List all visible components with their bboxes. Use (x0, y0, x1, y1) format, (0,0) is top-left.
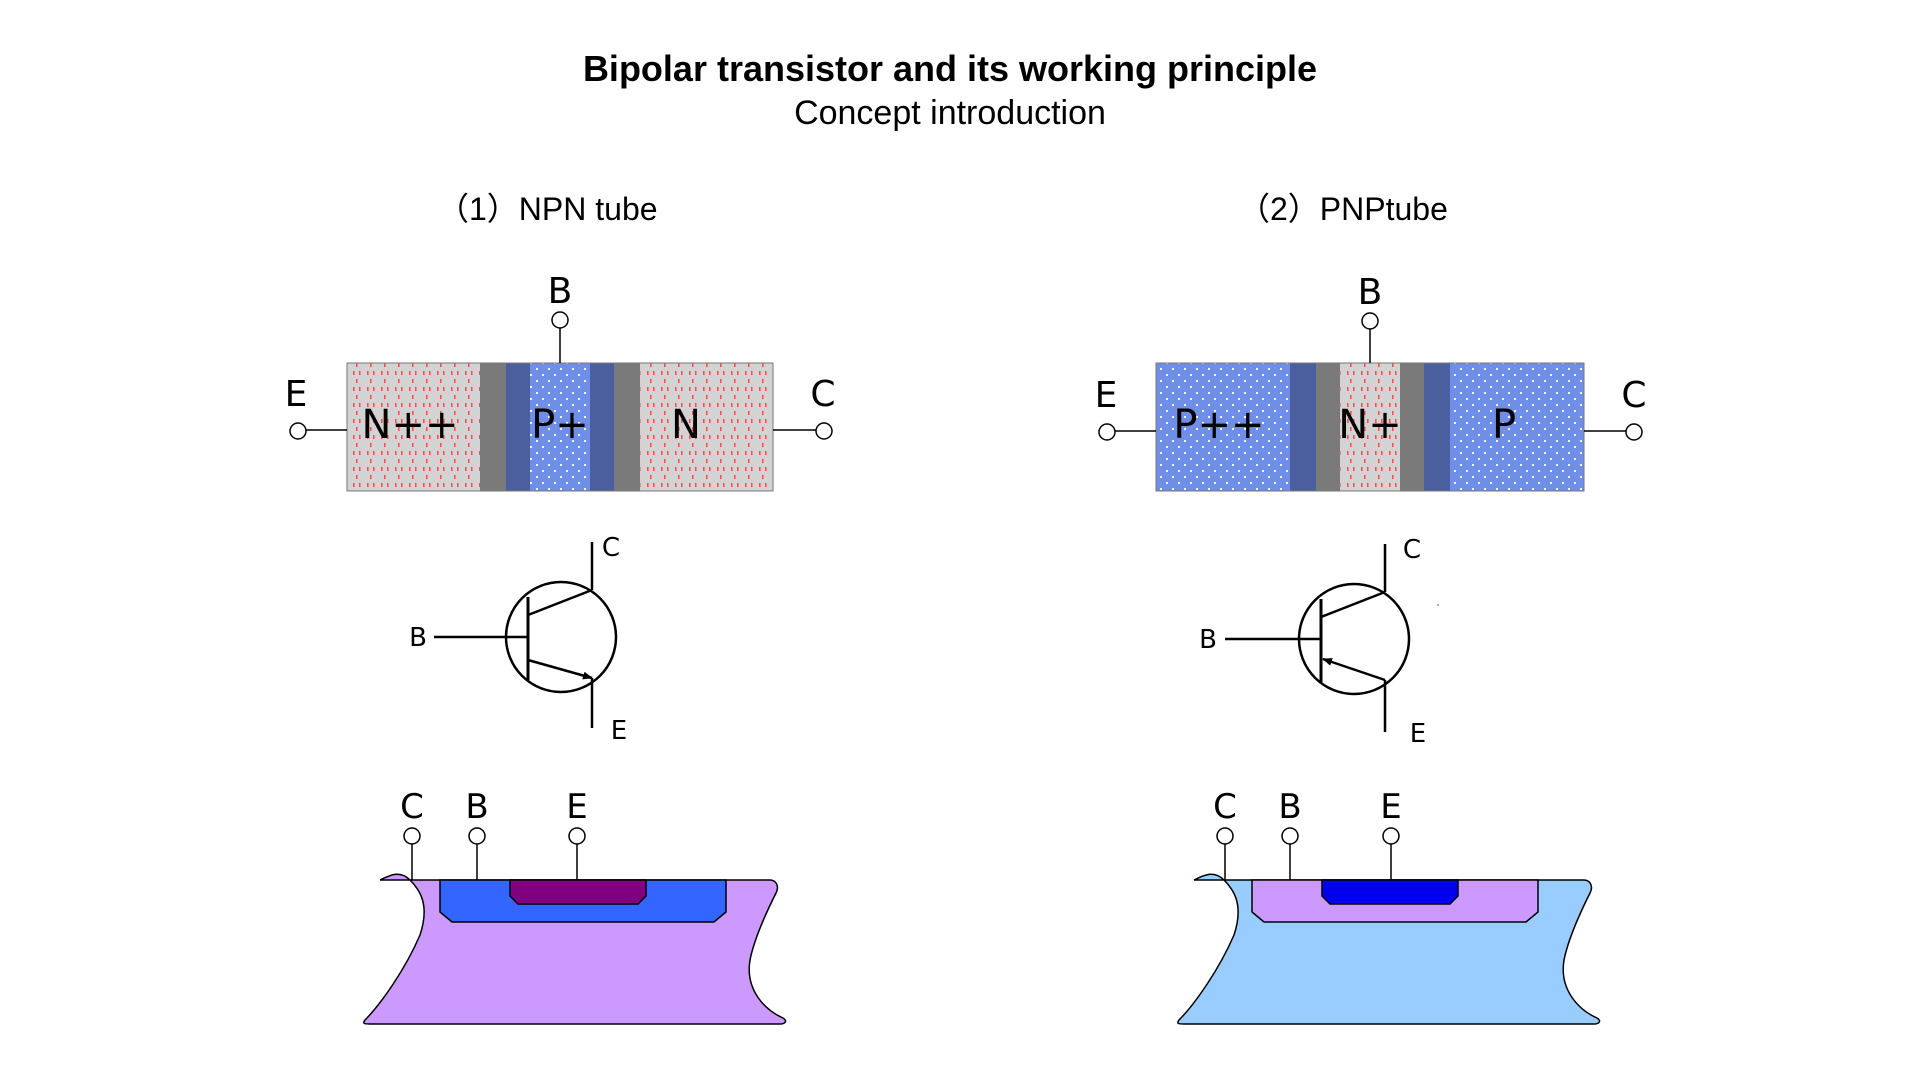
npn-region-label: N++ (362, 402, 459, 448)
pnp-depletion-blue (1424, 363, 1450, 491)
npn-collector-line (527, 588, 593, 617)
npn-cs-e-label: E (566, 787, 587, 827)
npn-emitter-arrow (527, 658, 593, 680)
terminal-c-label: C (810, 374, 835, 415)
pnp-emitter-arrow (1322, 657, 1386, 682)
npn-region-label: N (671, 402, 701, 448)
npn-symbol-c-label: C (602, 533, 620, 563)
pnp-cross-section: C B E (1177, 787, 1601, 1025)
npn-cs-c-pin (403, 827, 421, 845)
pnp-depletion-gray (1400, 363, 1424, 491)
npn-depletion-gray (614, 363, 640, 491)
terminal-e-pin (289, 422, 307, 440)
npn-structure: N++ P+ N E C B (285, 271, 836, 492)
npn-cross-section: C B E (363, 787, 787, 1025)
page-title: Bipolar transistor and its working princ… (582, 48, 1318, 89)
pnp-symbol-b-label: B (1199, 625, 1217, 655)
pnp-collector-line (1320, 590, 1386, 619)
pnp-cs-e-pin (1382, 827, 1400, 845)
npn-symbol-b-label: B (409, 623, 427, 653)
pnp-panel-title: （2）PNPtube (1238, 191, 1448, 227)
pnp-depletion-blue (1290, 363, 1316, 491)
npn-cs-b-pin (468, 827, 486, 845)
pnp-cs-b-label: B (1278, 787, 1301, 827)
pnp-symbol-e-label: E (1410, 719, 1426, 749)
npn-emitter-well (509, 879, 647, 905)
pnp-region-label: P++ (1173, 402, 1264, 448)
page-subtitle: Concept introduction (794, 94, 1106, 132)
terminal-c-label: C (1621, 375, 1646, 416)
npn-cs-c-label: C (400, 787, 424, 827)
pnp-cs-c-pin (1216, 827, 1234, 845)
terminal-e-label: E (1095, 375, 1118, 416)
pnp-region-label: P (1492, 402, 1516, 448)
pnp-depletion-gray (1316, 363, 1340, 491)
npn-symbol-e-label: E (611, 716, 627, 746)
npn-cs-e-pin (568, 827, 586, 845)
pnp-cs-c-label: C (1213, 787, 1237, 827)
npn-region-label: P+ (531, 402, 589, 448)
npn-depletion-blue (590, 363, 614, 491)
pnp-symbol-c-label: C (1403, 535, 1421, 565)
pnp-cs-e-label: E (1380, 787, 1401, 827)
terminal-b-pin (551, 311, 569, 329)
npn-panel-title: （1）NPN tube (437, 191, 658, 227)
terminal-e-label: E (285, 374, 308, 415)
pnp-structure: P++ N+ P E C B (1095, 272, 1647, 492)
terminal-c-pin (815, 422, 833, 440)
npn-depletion-blue (506, 363, 530, 491)
npn-cs-b-label: B (465, 787, 488, 827)
terminal-b-label: B (1358, 272, 1383, 313)
terminal-b-label: B (548, 271, 573, 312)
npn-depletion-gray (480, 363, 506, 491)
pnp-emitter-well (1321, 879, 1459, 905)
pnp-cs-b-pin (1281, 827, 1299, 845)
terminal-c-pin (1625, 423, 1643, 441)
terminal-b-pin (1361, 312, 1379, 330)
npn-symbol: B C E (409, 533, 627, 746)
pnp-region-label: N+ (1338, 402, 1401, 448)
pnp-symbol: B C E (1199, 535, 1440, 749)
terminal-e-pin (1098, 423, 1116, 441)
